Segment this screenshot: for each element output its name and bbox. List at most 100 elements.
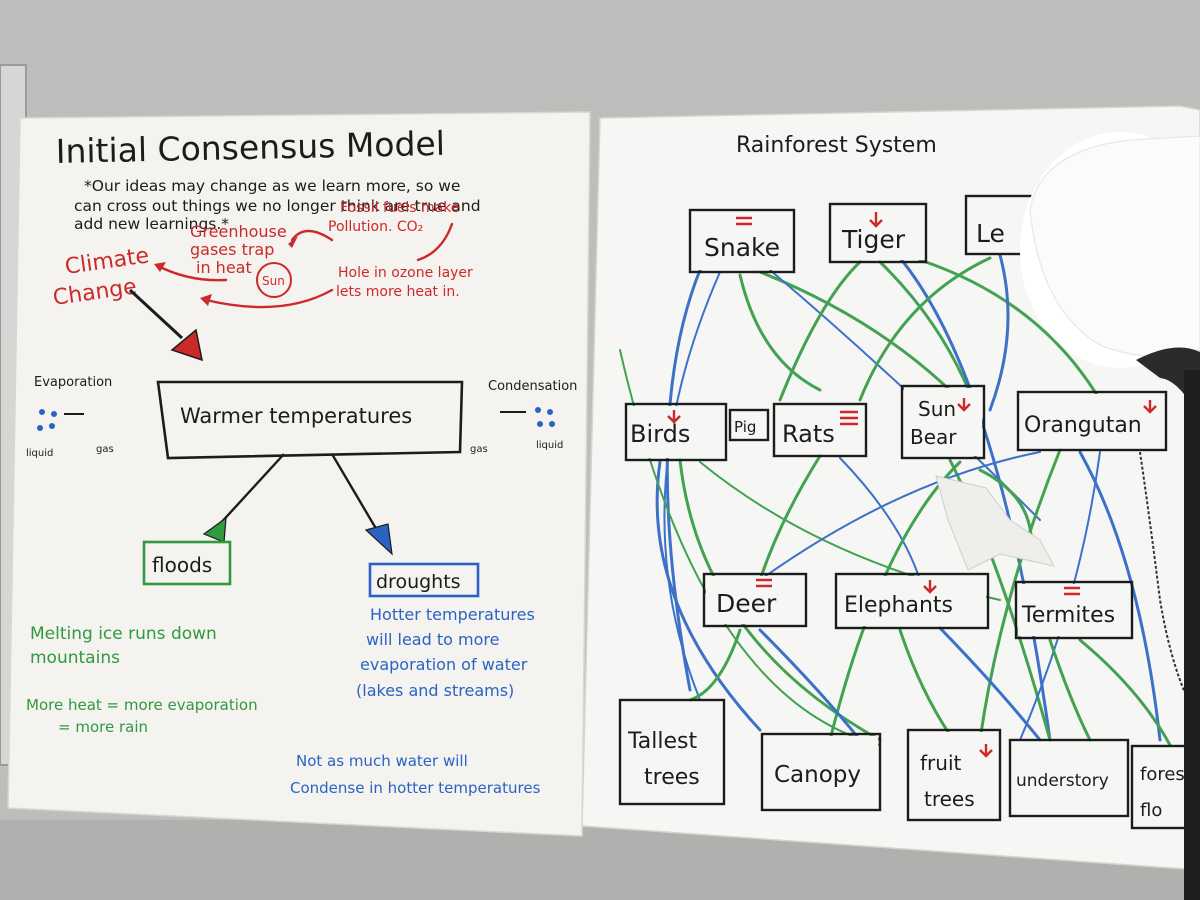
fossil-line2: Pollution. CO₂ [328,219,423,235]
equal-mark [840,410,858,426]
floods-note2-line2: = more rain [58,718,148,736]
termites-label: Termites [1021,603,1115,628]
elephants-box [834,572,990,630]
arrow-to-droughts [330,453,380,533]
lamp-cord [1139,451,1189,701]
canopy-box [760,732,882,812]
arrow-fossil-to-greenhouse [290,229,334,242]
rats-label: Rats [782,420,835,448]
droughts-note-line3: evaporation of water [360,655,528,674]
ozone-line1: Hole in ozone layer [338,265,473,281]
drop [37,425,43,431]
down-arrow-mark [979,744,993,758]
arrowhead-1 [288,236,298,248]
sunbear-box [900,384,986,460]
pig-box [728,408,770,442]
box-fill [764,736,878,808]
equal-mark [1064,586,1080,596]
fruit-line1: fruit [920,751,961,775]
sunbear-line2: Bear [910,425,957,449]
sunbear-line1: Sun [918,397,956,421]
condense-note-line1: Not as much water will [296,752,468,770]
box-fill [628,406,724,458]
ozone-line2: lets more heat in. [336,284,460,300]
pig-label: Pig [734,418,756,436]
blue-arrowhead [364,523,393,556]
condense-note-line2: Condense in hotter temperatures [290,779,541,797]
left-title: Initial Consensus Model [55,124,445,171]
box-fill [910,732,998,818]
drop [535,407,541,413]
understory-box [1008,738,1130,818]
box-fill [1012,742,1126,814]
birds-box [624,402,728,462]
snake-box [688,208,796,274]
fruit-line2: trees [924,787,975,811]
cond-liquid-label: liquid [536,440,563,451]
note-line-1: *Our ideas may change as we learn more, … [84,177,460,195]
box-fill [838,576,986,626]
warmer-label: Warmer temperatures [180,404,412,428]
down-arrow-mark [1143,400,1157,414]
drop [547,409,553,415]
arrow-fossil-to-ozone [416,222,454,262]
greenhouse-line3: in heat [196,258,252,277]
condensation-label: Condensation [488,379,577,394]
tallest-line2: trees [644,765,700,790]
canopy-label: Canopy [774,762,861,788]
tallest-box [618,698,726,806]
box-fill [732,412,766,438]
birds-label: Birds [630,420,690,448]
rats-box [772,402,868,458]
drop [39,409,45,415]
note-line-2: can cross out things we no longer think … [74,197,481,215]
equal-mark [756,578,772,588]
lamp-neck [1136,347,1200,420]
box-fill [1020,394,1164,448]
snake-label: Snake [704,233,780,262]
orangutan-label: Orangutan [1024,413,1142,438]
arrow-climate-to-warmer [128,288,184,340]
tiger-label: Tiger [841,225,906,254]
floods-note2-line1: More heat = more evaporation [26,696,258,714]
note-line-3: add new learnings.* [74,215,229,233]
paper-scrap [935,475,1055,571]
tiger-box [828,202,928,264]
droughts-note-line4: (lakes and streams) [356,681,514,700]
box-fill [832,206,924,260]
box-fill [776,406,864,454]
floods-label: floods [152,553,212,577]
left-poster-paper [7,111,591,837]
floods-note1-line2: mountains [30,648,120,668]
deer-box [702,572,808,628]
cond-gas-label: gas [470,444,488,455]
box-fill [622,702,722,802]
elephants-label: Elephants [844,593,953,618]
evap-liquid-label: liquid [26,448,53,459]
droughts-note-line2: will lead to more [366,630,499,649]
sun-circle [256,262,292,298]
fruit-box [906,728,1002,822]
arrowhead-2 [154,262,166,272]
leo-label: Le [976,219,1005,248]
understory-label: understory [1016,771,1109,791]
floods-box [142,540,232,586]
down-arrow-mark [923,580,937,594]
forest-floor-box [1130,744,1200,830]
warmer-box [156,380,464,460]
evaporation-label: Evaporation [34,375,112,390]
down-arrow-mark [869,212,883,228]
box-fill [706,576,804,624]
droughts-note-line1: Hotter temperatures [370,605,535,624]
droughts-label: droughts [376,571,461,593]
down-arrow-mark [957,398,971,412]
right-title: Rainforest System [736,133,937,158]
box-fill [692,212,792,270]
drop [549,421,555,427]
floods-note1-line1: Melting ice runs down [30,624,217,644]
down-arrow-mark [667,410,681,424]
sun-label: Sun [262,274,285,288]
arrow-to-floods [217,453,285,527]
forest-floor-line2: flo [1140,800,1162,821]
